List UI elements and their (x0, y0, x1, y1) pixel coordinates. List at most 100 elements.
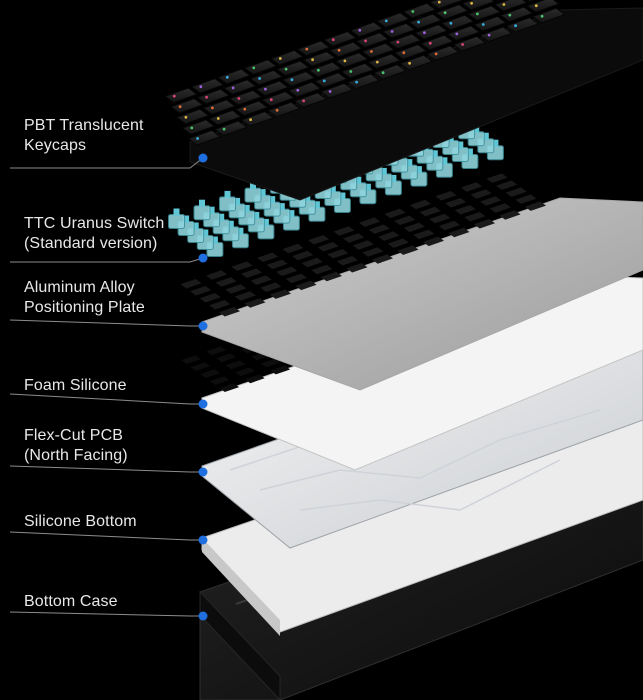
keycap (222, 79, 257, 95)
foam-hole (245, 374, 265, 384)
switch-stem (211, 236, 218, 244)
switch-stem (253, 211, 260, 219)
plate-hole (464, 212, 486, 222)
switch-stem (415, 166, 422, 174)
plate-hole (410, 199, 432, 210)
switch-stem (329, 185, 336, 193)
switch-stem (192, 222, 199, 230)
foam-hole (209, 376, 230, 385)
keycap-legend-glow (331, 38, 335, 42)
keycap-legend-glow (264, 87, 267, 91)
keycap-legend-glow (461, 43, 464, 46)
keycap (190, 78, 225, 94)
keycap-legend-glow (396, 40, 400, 44)
keycap (296, 40, 331, 57)
keycap-legend-glow (434, 52, 438, 56)
keycap-legend-glow (508, 13, 512, 17)
keycap-legend-glow (514, 24, 517, 28)
switch-housing (168, 214, 185, 229)
foam-hole (225, 360, 246, 370)
keycap-legend-glow (349, 70, 353, 73)
foam-hole (190, 362, 211, 371)
keycap (240, 111, 275, 127)
keycap (323, 31, 358, 47)
keycap (334, 52, 369, 68)
switch-stem (364, 183, 371, 191)
keycap-legend-glow (540, 14, 544, 18)
leader-line-silicone (9, 531, 203, 541)
keycap-legend-glow (455, 32, 459, 36)
label-silicone: Silicone Bottom (24, 512, 137, 532)
plate-hole (435, 191, 457, 201)
marker-pcb (198, 467, 208, 477)
label-keycaps-line-1: PBT Translucent (24, 117, 144, 134)
switch-stem (250, 182, 256, 190)
switch-stem (234, 197, 241, 205)
keycap (275, 60, 310, 77)
plate-hole (244, 298, 266, 308)
plate-hole (429, 213, 451, 224)
keycap (349, 21, 384, 38)
switch-stem (202, 229, 209, 237)
keycap (478, 26, 513, 43)
switch-stem (473, 125, 480, 133)
leader-line-pcb (9, 465, 203, 473)
keycap (261, 91, 296, 107)
keycap-legend-glow (384, 19, 388, 23)
keycap (228, 89, 263, 106)
keycap-legend-glow (370, 50, 373, 53)
keycap-legend-glow (476, 12, 479, 16)
keycap-legend-glow (205, 95, 209, 99)
switch-stem (339, 192, 346, 200)
plate-hole (206, 270, 228, 280)
keycap-legend-glow (216, 117, 220, 120)
keycap (213, 120, 248, 137)
plate-hole (276, 266, 298, 277)
keycap (266, 101, 301, 118)
keycap-layer (164, 0, 643, 201)
switch-stem (288, 210, 295, 218)
keycap (420, 34, 455, 51)
keycap-legend-glow (199, 85, 203, 89)
plate-hole (336, 256, 358, 266)
switch-stem (237, 227, 244, 235)
keycap (208, 109, 243, 126)
keycap (408, 13, 443, 30)
plate-hole (496, 180, 518, 190)
label-silicone-line-1: Silicone Bottom (24, 513, 137, 530)
keycap (169, 98, 204, 114)
marker-foam (198, 399, 208, 409)
plate-hole (413, 229, 435, 240)
marker-silicone (198, 535, 208, 545)
plate-hole (320, 271, 342, 282)
keycap (505, 17, 540, 33)
plate-hole (333, 226, 355, 236)
label-foam-line-1: Foam Silicone (24, 377, 127, 394)
keycap-legend-glow (381, 71, 385, 75)
plate-hole (327, 249, 349, 259)
label-pcb-line-1: Flex-Cut PCB (24, 427, 123, 444)
plate-hole (282, 243, 304, 254)
switch-stem (492, 139, 499, 147)
foam-hole (181, 355, 201, 364)
leader-line-keycaps (10, 157, 204, 169)
keycap-legend-glow (243, 107, 247, 111)
keycap (249, 69, 284, 86)
keycap-legend-glow (249, 118, 253, 122)
keycap (346, 73, 381, 90)
keycap (243, 59, 278, 75)
keycap (187, 129, 222, 146)
switch-stem (431, 150, 438, 158)
keycap (526, 0, 536, 3)
keycap (196, 88, 231, 105)
switch-stem (457, 141, 464, 149)
switch-stem (224, 190, 231, 198)
keycap (399, 54, 434, 71)
keycap (526, 0, 561, 13)
keycap-legend-glow (258, 77, 261, 80)
keycap (434, 4, 469, 20)
plate-hole (231, 261, 253, 271)
keycap (387, 33, 422, 50)
plate-hole (422, 236, 444, 247)
